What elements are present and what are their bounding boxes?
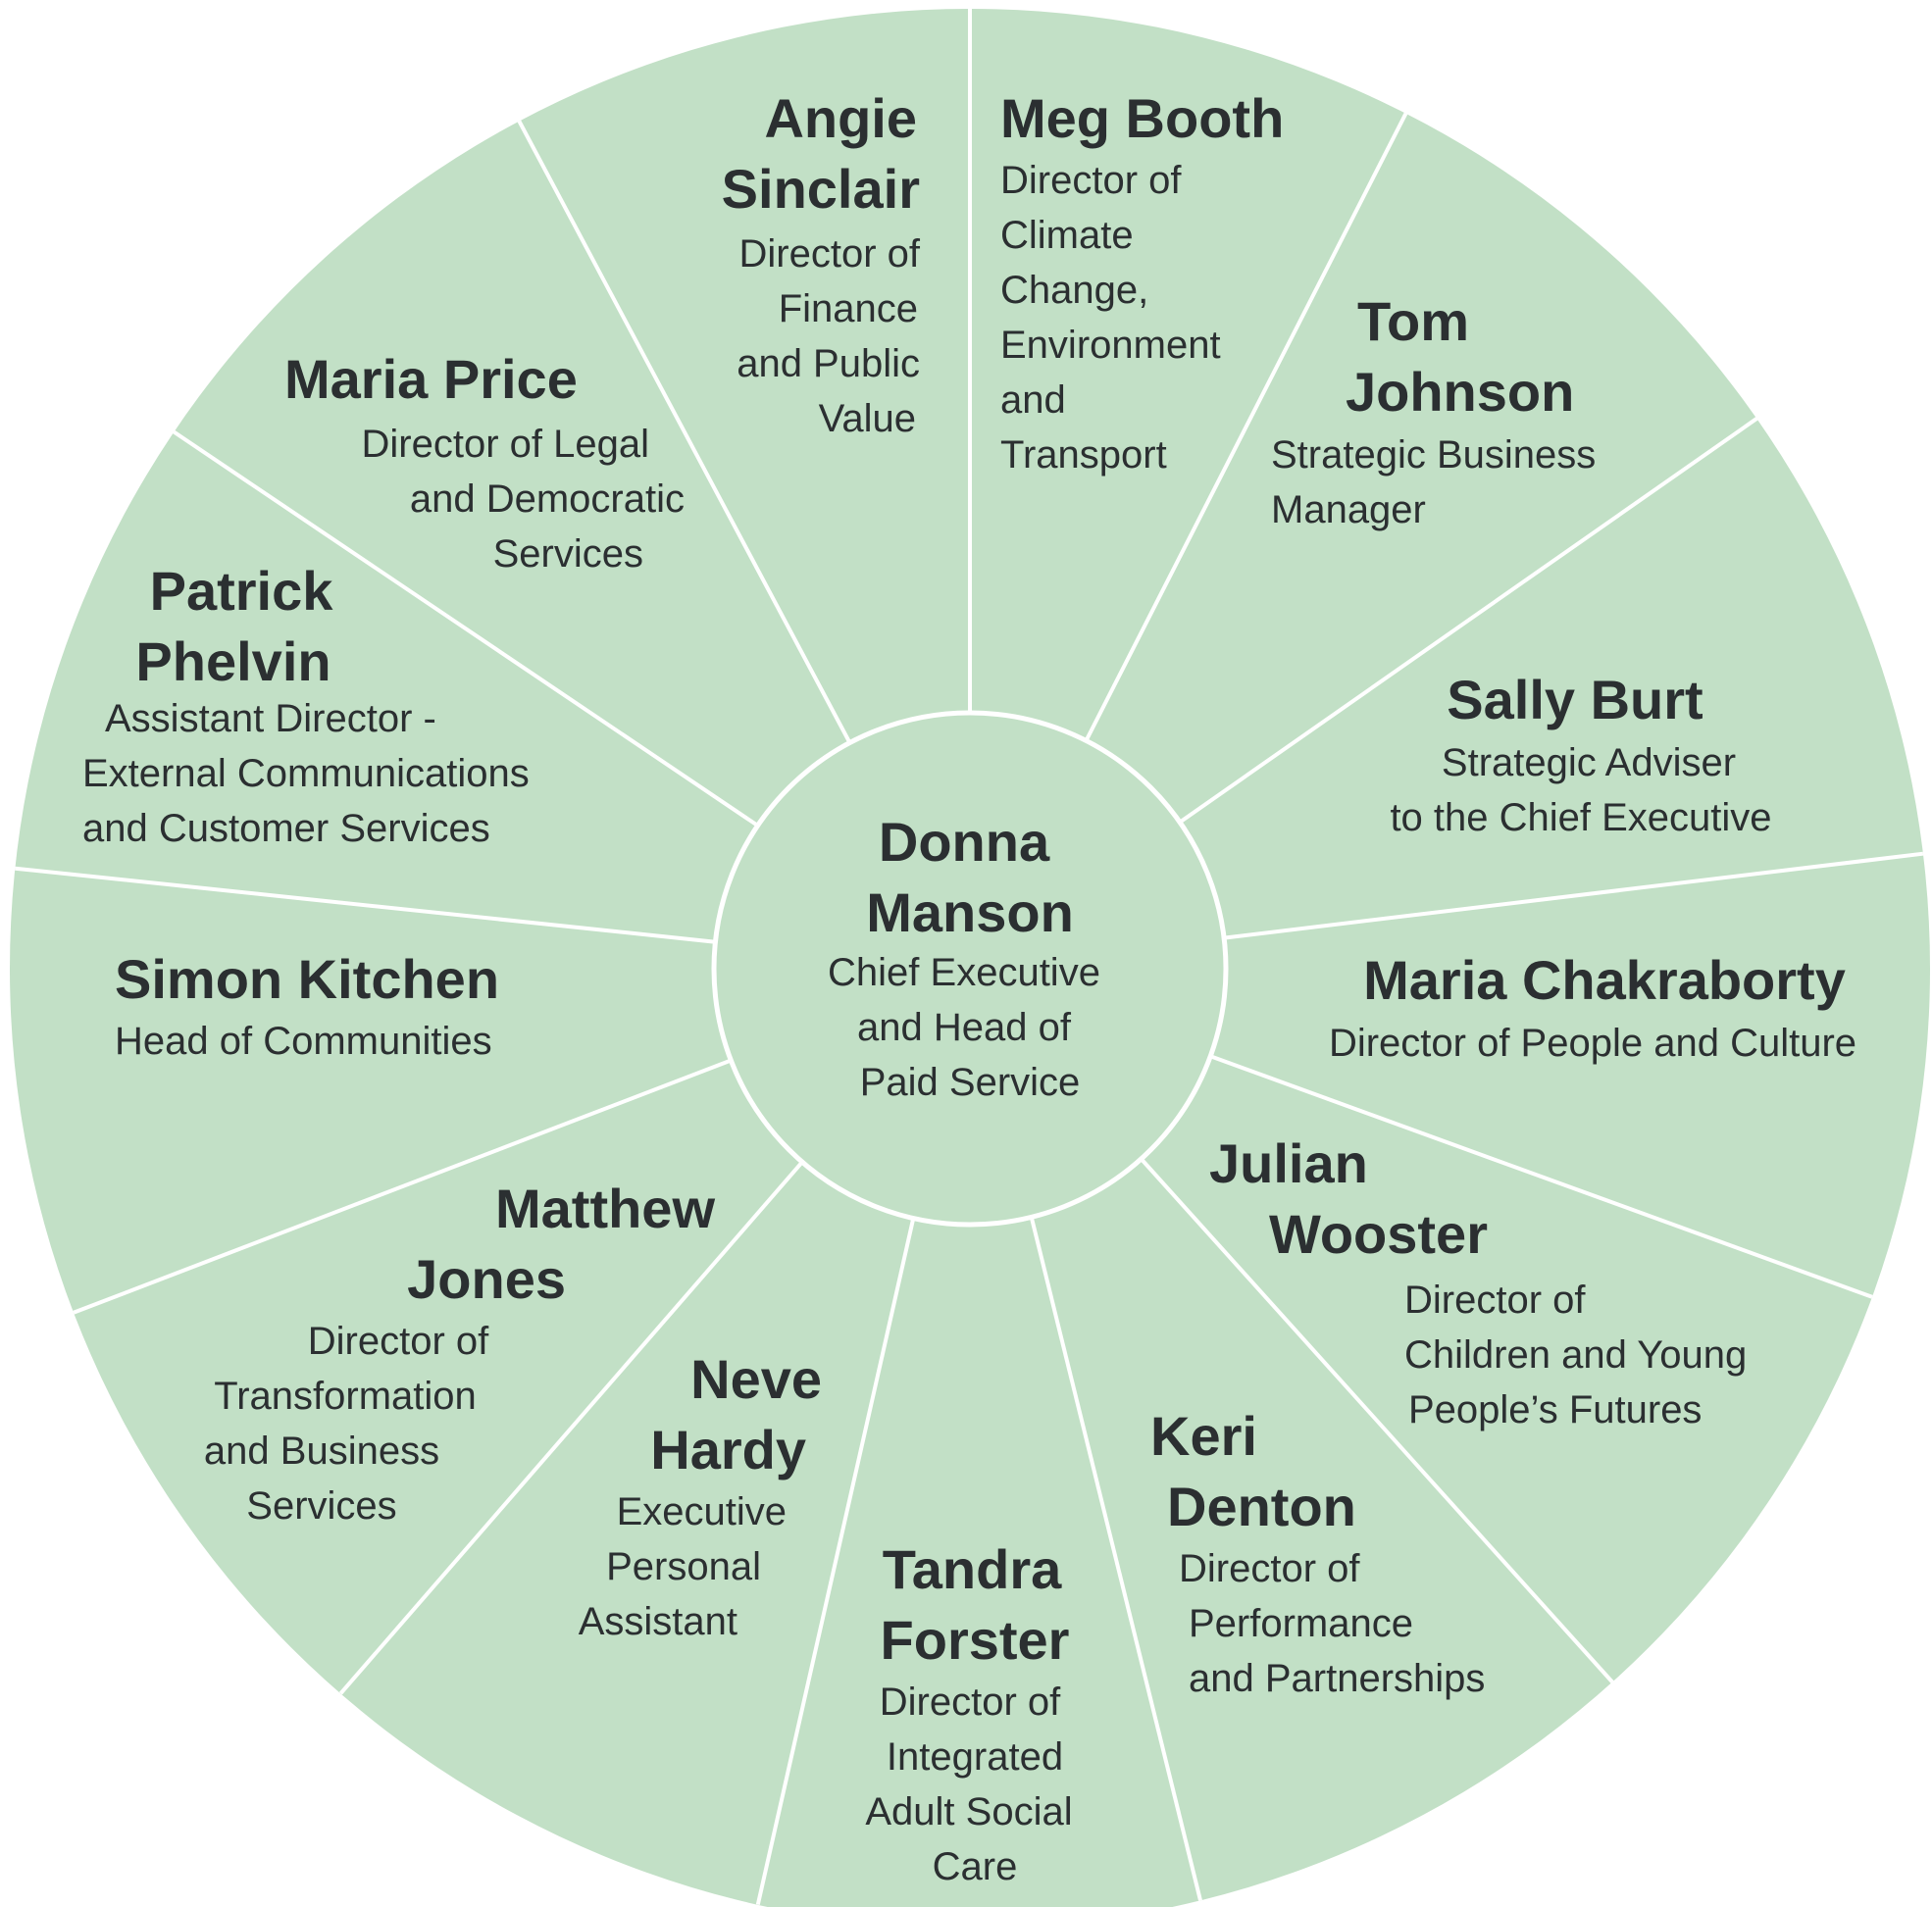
person-title: Integrated xyxy=(887,1735,1063,1779)
person-title: Performance xyxy=(1189,1602,1413,1645)
center-title-line: and Head of xyxy=(857,1006,1072,1049)
person-title: Adult Social xyxy=(865,1790,1072,1833)
center-title-line: Paid Service xyxy=(860,1061,1081,1104)
person-title: Strategic Business xyxy=(1271,433,1596,477)
person-title: Head of Communities xyxy=(115,1020,492,1063)
person-title: Transformation xyxy=(214,1375,477,1418)
segment-tandra-forster[interactable]: Tandra Forster Director of Integrated Ad… xyxy=(865,1538,1072,1888)
person-title: Director of xyxy=(1404,1279,1586,1322)
segment-keri-denton[interactable]: Keri Denton Director of Performance and … xyxy=(1150,1405,1485,1700)
person-title: to the Chief Executive xyxy=(1390,796,1771,839)
person-name: Sinclair xyxy=(722,158,920,220)
person-name: Julian xyxy=(1209,1132,1368,1194)
segment-angie-sinclair[interactable]: Angie Sinclair Director of Finance and P… xyxy=(722,87,921,440)
center-person[interactable]: Donna Manson Chief Executive and Head of… xyxy=(828,811,1100,1104)
person-name: Keri xyxy=(1150,1405,1257,1467)
person-name: Neve xyxy=(690,1348,822,1410)
person-name: Jones xyxy=(407,1248,566,1310)
center-circle xyxy=(711,710,1229,1228)
person-name: Simon Kitchen xyxy=(115,948,499,1010)
person-name: Wooster xyxy=(1269,1203,1488,1265)
person-name: Denton xyxy=(1167,1476,1356,1537)
person-name: Maria Price xyxy=(284,348,578,410)
person-title: and Partnerships xyxy=(1189,1657,1485,1700)
person-title: Change, xyxy=(1000,269,1148,312)
segment-julian-wooster[interactable]: Julian Wooster Director of Children and … xyxy=(1209,1132,1747,1431)
person-title: Value xyxy=(819,397,916,440)
person-title: Personal xyxy=(606,1545,761,1588)
center-name-line: Manson xyxy=(866,881,1074,943)
segment-maria-price[interactable]: Maria Price Director of Legal and Democr… xyxy=(284,348,685,576)
person-title: Assistant xyxy=(579,1600,737,1643)
person-title: Director of Legal xyxy=(362,423,649,466)
person-name: Tandra xyxy=(883,1538,1062,1600)
person-title: Executive xyxy=(617,1490,787,1533)
segment-meg-booth[interactable]: Meg Booth Director of Climate Change, En… xyxy=(1000,87,1284,477)
person-title: Director of xyxy=(880,1681,1061,1724)
person-title: Transport xyxy=(1000,433,1167,477)
person-title: Director of xyxy=(308,1320,489,1363)
segment-sally-burt[interactable]: Sally Burt Strategic Adviser to the Chie… xyxy=(1390,669,1771,839)
segment-dividers xyxy=(15,9,1924,1906)
person-title: Manager xyxy=(1271,488,1426,531)
person-title: Climate xyxy=(1000,214,1134,257)
person-title: External Communications xyxy=(82,752,530,795)
person-name: Sally Burt xyxy=(1447,669,1703,730)
segment-matthew-jones[interactable]: Matthew Jones Director of Transformation… xyxy=(204,1178,716,1528)
person-title: and Customer Services xyxy=(82,807,490,850)
person-title: Finance xyxy=(779,287,918,330)
segment-patrick-phelvin[interactable]: Patrick Phelvin Assistant Director - Ext… xyxy=(82,560,530,850)
center-title-line: Chief Executive xyxy=(828,951,1100,994)
person-name: Hardy xyxy=(650,1419,806,1480)
segment-maria-chakraborty[interactable]: Maria Chakraborty Director of People and… xyxy=(1329,949,1856,1065)
person-name: Tom xyxy=(1357,290,1469,352)
person-title: Children and Young xyxy=(1404,1333,1747,1377)
person-title: Director of xyxy=(1179,1547,1360,1590)
person-title: Director of xyxy=(1000,159,1182,202)
person-title: Services xyxy=(246,1484,396,1528)
person-name: Patrick xyxy=(150,560,334,622)
person-title: Director of xyxy=(739,232,921,276)
person-title: Assistant Director - xyxy=(105,697,436,740)
person-name: Meg Booth xyxy=(1000,87,1284,149)
person-name: Forster xyxy=(881,1609,1070,1671)
person-title: Services xyxy=(493,532,643,576)
person-title: Director of People and Culture xyxy=(1329,1022,1856,1065)
center-name-line: Donna xyxy=(879,811,1050,873)
person-name: Matthew xyxy=(495,1178,715,1239)
person-title: Environment xyxy=(1000,324,1221,367)
person-title: and xyxy=(1000,378,1066,422)
person-name: Phelvin xyxy=(135,630,330,692)
person-title: Strategic Adviser xyxy=(1442,741,1736,784)
person-title: and Democratic xyxy=(410,477,685,521)
segment-simon-kitchen[interactable]: Simon Kitchen Head of Communities xyxy=(115,948,499,1063)
person-title: and Public xyxy=(737,342,920,385)
person-name: Johnson xyxy=(1346,361,1574,423)
person-name: Angie xyxy=(764,87,917,149)
person-title: Care xyxy=(933,1845,1018,1888)
person-title: People’s Futures xyxy=(1408,1388,1702,1431)
person-name: Maria Chakraborty xyxy=(1363,949,1846,1011)
segment-tom-johnson[interactable]: Tom Johnson Strategic Business Manager xyxy=(1271,290,1596,531)
segment-neve-hardy[interactable]: Neve Hardy Executive Personal Assistant xyxy=(579,1348,822,1643)
person-title: and Business xyxy=(204,1430,439,1473)
